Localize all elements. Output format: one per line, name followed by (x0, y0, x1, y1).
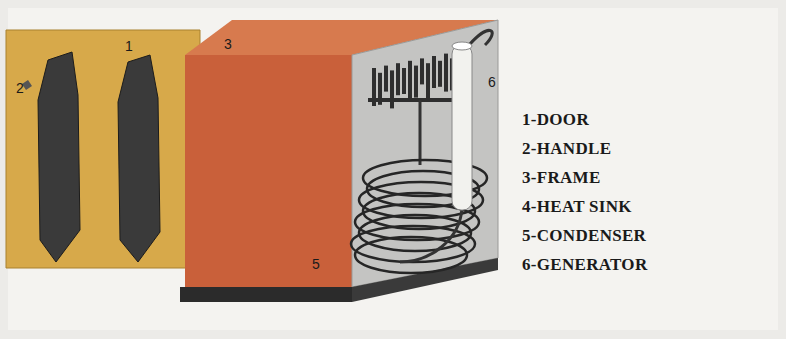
heat-sink-fin (384, 66, 388, 92)
condenser-turn (355, 237, 467, 273)
part-key: 5-CONDENSER (522, 226, 646, 246)
heat-sink-fin (414, 66, 418, 98)
heat-sink-fin (402, 68, 406, 94)
heat-sink-fin (438, 61, 442, 87)
generator (452, 45, 472, 210)
pipe (419, 100, 422, 165)
pipe (470, 30, 492, 45)
part-key: 1-DOOR (522, 110, 589, 130)
heat-sink-fin (426, 63, 430, 101)
callout-number: 5 (312, 256, 320, 272)
frame-base (180, 287, 352, 302)
part-key: 3-FRAME (522, 168, 601, 188)
callout-number: 1 (125, 38, 133, 54)
part-key: 4-HEAT SINK (522, 197, 632, 217)
part-key: 6-GENERATOR (522, 255, 647, 275)
heat-sink-fin (396, 63, 400, 95)
callout-number: 6 (488, 74, 496, 90)
heat-sink-fin (420, 58, 424, 84)
door (6, 30, 200, 268)
frame-base (352, 258, 498, 302)
heat-sink-fin (408, 61, 412, 99)
frame-side (352, 20, 498, 287)
generator-top (452, 42, 472, 50)
heat-sink-fin (390, 70, 394, 108)
heat-sink-fin (432, 56, 436, 88)
door-window (38, 52, 80, 262)
callout-number: 2 (16, 80, 24, 96)
door-window (118, 55, 160, 262)
heat-sink-fin (444, 54, 448, 92)
callout-number: 3 (224, 36, 232, 52)
part-key: 2-HANDLE (522, 139, 611, 159)
pipe (400, 208, 462, 262)
frame-front (185, 55, 352, 287)
